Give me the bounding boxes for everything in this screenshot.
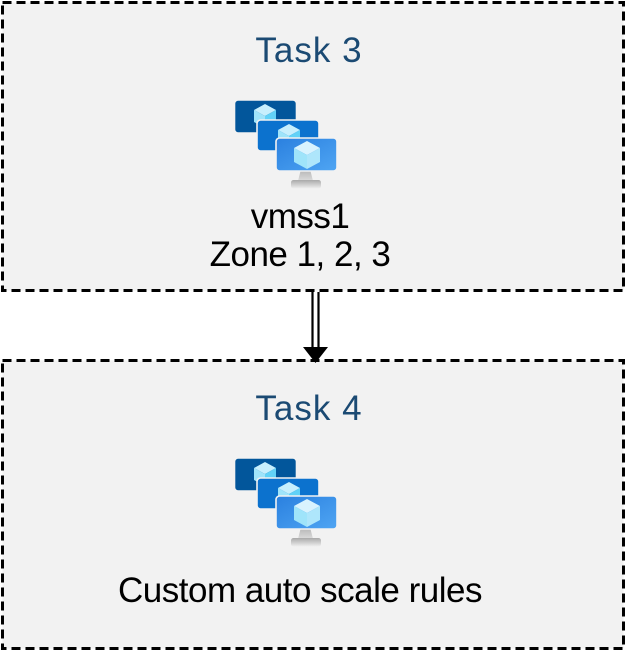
task4-title: Task 4 — [255, 389, 363, 428]
vm-scale-sets-icon — [234, 99, 338, 189]
task4-box: Task 4 Custom auto scale rules — [1, 359, 625, 650]
autoscale-rules-label: Custom auto scale rules — [118, 571, 482, 610]
vmss-name-label: vmss1 — [250, 197, 350, 236]
task4-caption: Custom auto scale rules — [0, 572, 612, 610]
task3-box: Task 3 vmss1 Zone 1, 2, 3 — [1, 1, 625, 292]
vm-scale-sets-icon — [234, 457, 338, 547]
task3-caption: vmss1 Zone 1, 2, 3 — [0, 198, 612, 274]
zones-label: Zone 1, 2, 3 — [209, 235, 391, 274]
task3-title: Task 3 — [255, 31, 363, 70]
down-arrow-connector — [303, 292, 328, 363]
